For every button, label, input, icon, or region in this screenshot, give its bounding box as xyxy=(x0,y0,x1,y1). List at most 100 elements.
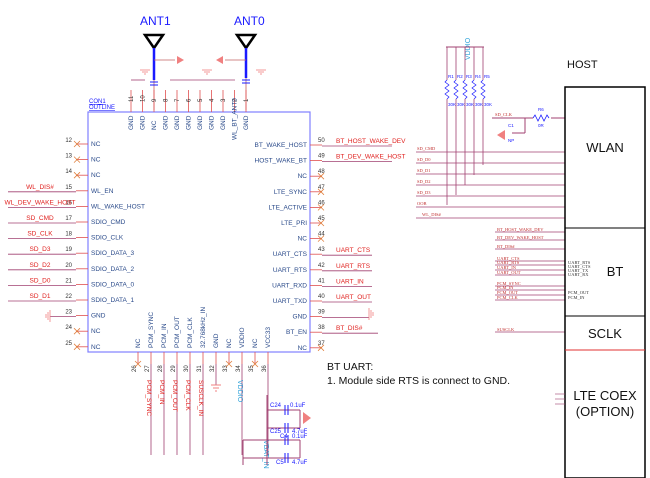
host-block-lte-coex: LTE COEX xyxy=(573,388,637,403)
pin-name: WL_EN xyxy=(91,188,114,195)
pin-name: GND xyxy=(91,313,106,320)
pin-number: 31 xyxy=(197,365,203,372)
cap-value: NP xyxy=(508,138,514,143)
net-label: BT_DEV_WAKE_HOST xyxy=(497,235,544,240)
pin-number: 18 xyxy=(65,232,72,238)
resistor-ref: R6 xyxy=(538,107,544,112)
host-title: HOST xyxy=(567,59,598,71)
no-connect-icon xyxy=(317,219,325,227)
pin-name: UART_TXD xyxy=(273,298,307,305)
net-label: SD_CMD xyxy=(417,146,436,151)
pin-number: 13 xyxy=(65,154,72,160)
host-box xyxy=(564,86,646,478)
ant1-label: ANT1 xyxy=(140,14,171,28)
cap-ref: C1 xyxy=(508,123,514,128)
resistor-value: 30K xyxy=(466,102,474,107)
net-label: SD_D0 xyxy=(417,157,431,162)
net-label: BT_DIS# xyxy=(336,325,363,332)
no-connect-icon xyxy=(317,235,325,242)
net-label: SD_D2 xyxy=(30,262,51,269)
pin-number: 33 xyxy=(223,365,229,372)
pin-name: SDIO_CLK xyxy=(91,235,124,242)
host-pin-label: PCM_OUT xyxy=(568,290,589,295)
pin-name: VCC33 xyxy=(265,327,272,348)
net-label: UART_OUT xyxy=(497,270,521,275)
pin-name: SDIO_DATA_3 xyxy=(91,250,134,257)
ground-icon xyxy=(497,130,505,140)
pin-number: 37 xyxy=(318,341,325,347)
host-block-sclk: SCLK xyxy=(588,326,622,341)
host-pin-label: UART_CTS xyxy=(568,264,591,269)
pin-number: 46 xyxy=(318,200,325,206)
net-label: UART_IN xyxy=(336,278,364,285)
pin-name: PCM_CLK xyxy=(187,317,194,348)
cap-value: 0.1uF xyxy=(290,403,306,409)
pin-number: 17 xyxy=(65,216,72,222)
pin-number: 42 xyxy=(318,263,325,269)
resistor-value: 30K xyxy=(457,102,465,107)
pin-number: 49 xyxy=(318,154,325,160)
net-label: BT_HOST_WAKE_DEV xyxy=(497,227,544,232)
pin-name: PCM_IN xyxy=(161,323,168,348)
net-label: PCM_CLK xyxy=(184,380,191,411)
pin-number: 29 xyxy=(171,365,177,372)
pin-name: LTE_SYNC xyxy=(274,189,307,196)
no-connect-icon xyxy=(73,171,81,179)
cap-value: 4.7uF xyxy=(292,460,308,466)
pin-name: NC xyxy=(91,344,101,351)
pin-name: NC xyxy=(226,338,233,348)
pin-name: NC xyxy=(91,172,101,179)
pin-name: LTE_PRI xyxy=(281,220,307,227)
host-pin-label: UART_RX xyxy=(568,272,589,277)
pin-name: VDDIO xyxy=(239,327,246,348)
pin-name: NC xyxy=(91,328,101,335)
pin-name: GND xyxy=(220,115,227,130)
pin-number: 12 xyxy=(65,138,72,144)
host-block-lte-option: (OPTION) xyxy=(576,404,635,419)
pin-number: 19 xyxy=(65,247,72,253)
net-label: VBAT_IN xyxy=(262,440,269,469)
pin-name: NC xyxy=(252,338,259,348)
pin-number: 32 xyxy=(210,365,216,372)
pin-name: PCM_OUT xyxy=(174,316,181,348)
no-connect-icon xyxy=(225,360,233,368)
pin-number: 15 xyxy=(65,185,72,191)
pin-number: 35 xyxy=(249,365,255,372)
pin-name: UART_CTS xyxy=(273,251,308,258)
net-label: PCM_SYNC xyxy=(497,281,521,286)
net-label: SD_D1 xyxy=(417,168,431,173)
pin-name: GND xyxy=(186,115,193,130)
no-connect-icon xyxy=(317,188,325,196)
host-block-wlan: WLAN xyxy=(586,140,624,155)
pin-name: GND xyxy=(128,115,135,130)
net-label: SD_CLK xyxy=(495,112,513,117)
pin-name: SDIO_DATA_2 xyxy=(91,266,134,273)
pin-number: 38 xyxy=(318,325,325,331)
pin-number: 47 xyxy=(318,185,325,191)
resistor-ref: R1 xyxy=(448,74,454,79)
net-label: UART_RTS xyxy=(497,260,520,265)
net-label: PCM_OUT xyxy=(497,290,518,295)
pin-number: 8 xyxy=(164,98,170,102)
resistor-value: 0R xyxy=(538,123,545,128)
cap-ref: C4 xyxy=(280,434,288,440)
net-label: SD_D3 xyxy=(417,190,431,195)
resistor-ref: R3 xyxy=(466,74,472,79)
net-label: UART_OUT xyxy=(336,294,371,301)
cap-ref: C5 xyxy=(276,460,284,466)
resistor-icon xyxy=(462,79,468,100)
pin-number: 27 xyxy=(145,365,151,372)
pin-name: GND xyxy=(209,115,216,130)
pin-number: 20 xyxy=(65,263,72,269)
pin-number: 7 xyxy=(175,98,181,102)
pin-number: 25 xyxy=(65,341,72,347)
pin-number: 40 xyxy=(318,294,325,300)
host-pin-label: PCM_IN xyxy=(568,295,585,300)
pin-number: 44 xyxy=(318,232,325,238)
pin-name: SDIO_DATA_1 xyxy=(91,297,134,304)
net-label: UART_CTS xyxy=(497,256,520,261)
pin-number: 4 xyxy=(210,98,216,102)
net-label: BT_DIS# xyxy=(497,244,515,249)
no-connect-icon xyxy=(251,360,259,368)
